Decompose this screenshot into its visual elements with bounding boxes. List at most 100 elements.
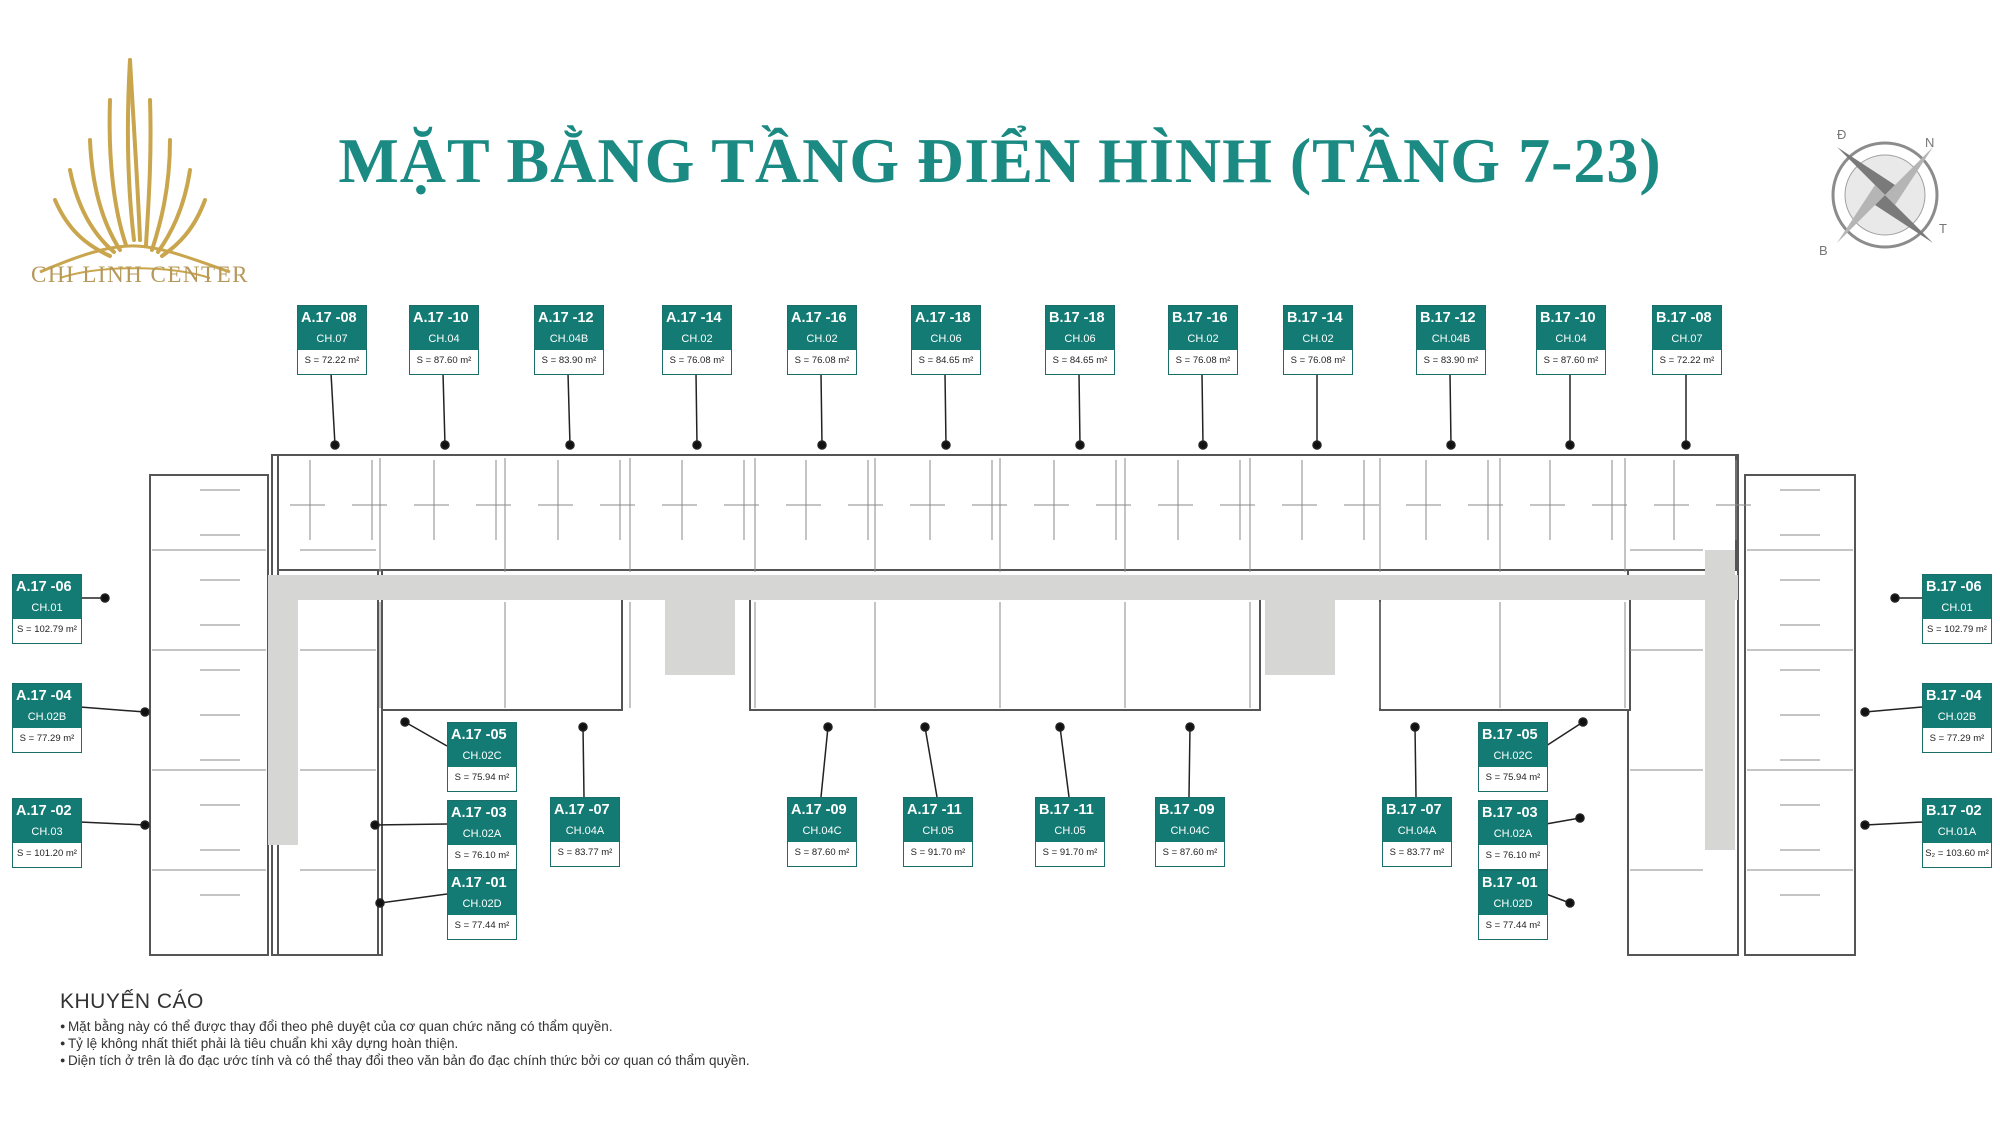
unit-code: B.17 -06: [1923, 575, 1991, 599]
page-title: MẶT BẰNG TẦNG ĐIỂN HÌNH (TẦNG 7-23): [338, 125, 1662, 196]
unit-type: CH.01A: [1923, 823, 1991, 843]
unit-area: S = 76.10 m²: [454, 850, 510, 861]
unit-area: S = 84.65 m²: [918, 355, 974, 366]
unit-code: A.17 -03: [448, 801, 516, 825]
unit-area: S = 72.22 m²: [1659, 355, 1715, 366]
unit-type: CH.02D: [1479, 895, 1547, 915]
unit-area: S = 77.29 m²: [19, 733, 75, 744]
compass-letter-b: B: [1819, 243, 1828, 258]
unit-area: S = 87.60 m²: [794, 847, 850, 858]
unit-area: S = 76.08 m²: [794, 355, 850, 366]
unit-type: CH.05: [904, 822, 972, 842]
unit-code: A.17 -12: [535, 306, 603, 330]
unit-area: S = 87.60 m²: [416, 355, 472, 366]
unit-type: CH.02A: [448, 825, 516, 845]
unit-area: S = 75.94 m²: [454, 772, 510, 783]
compass-letter-d: Đ: [1837, 127, 1846, 142]
unit-area: S = 76.08 m²: [1175, 355, 1231, 366]
unit-type: CH.02B: [13, 708, 81, 728]
unit-code: A.17 -10: [410, 306, 478, 330]
unit-code: B.17 -16: [1169, 306, 1237, 330]
warning-line: Diện tích ở trên là đo đạc ước tính và c…: [60, 1052, 1160, 1069]
unit-type: CH.02D: [448, 895, 516, 915]
unit-area: S = 76.08 m²: [669, 355, 725, 366]
unit-code: B.17 -04: [1923, 684, 1991, 708]
unit-code: A.17 -07: [551, 798, 619, 822]
unit-type: CH.04: [1537, 330, 1605, 350]
unit-area: S = 87.60 m²: [1162, 847, 1218, 858]
unit-type: CH.04C: [788, 822, 856, 842]
unit-area: S = 75.94 m²: [1485, 772, 1541, 783]
unit-area: S = 87.60 m²: [1543, 355, 1599, 366]
unit-code: A.17 -14: [663, 306, 731, 330]
brand-name: CHI LINH CENTER: [31, 262, 249, 287]
unit-type: CH.01: [13, 599, 81, 619]
unit-type: CH.07: [1653, 330, 1721, 350]
unit-code: B.17 -05: [1479, 723, 1547, 747]
unit-code: B.17 -10: [1537, 306, 1605, 330]
unit-type: CH.02C: [1479, 747, 1547, 767]
unit-code: B.17 -09: [1156, 798, 1224, 822]
unit-type: CH.02A: [1479, 825, 1547, 845]
warning-section: KHUYẾN CÁO Mặt bằng này có thể được thay…: [60, 990, 1160, 1069]
unit-type: CH.02: [1169, 330, 1237, 350]
unit-code: B.17 -07: [1383, 798, 1451, 822]
unit-type: CH.03: [13, 823, 81, 843]
unit-code: B.17 -12: [1417, 306, 1485, 330]
unit-area: S = 83.90 m²: [1423, 355, 1479, 366]
unit-type: CH.04: [410, 330, 478, 350]
unit-area: S = 83.77 m²: [557, 847, 613, 858]
unit-code: A.17 -04: [13, 684, 81, 708]
unit-area: S = 72.22 m²: [304, 355, 360, 366]
unit-area: S = 102.79 m²: [17, 624, 77, 635]
unit-area: S = 77.44 m²: [454, 920, 510, 931]
unit-code: A.17 -02: [13, 799, 81, 823]
compass-letter-t: T: [1939, 221, 1947, 236]
unit-area: S = 77.29 m²: [1929, 733, 1985, 744]
unit-area: S = 91.70 m²: [1042, 847, 1098, 858]
unit-area: S₂ = 103.60 m²: [1925, 848, 1989, 859]
warning-line: Tỷ lệ không nhất thiết phải là tiêu chuẩ…: [60, 1035, 1160, 1052]
unit-type: CH.06: [1046, 330, 1114, 350]
unit-type: CH.06: [912, 330, 980, 350]
unit-type: CH.04A: [551, 822, 619, 842]
unit-area: S = 77.44 m²: [1485, 920, 1541, 931]
unit-type: CH.02: [1284, 330, 1352, 350]
unit-area: S = 91.70 m²: [910, 847, 966, 858]
compass-rose-icon: Đ N T B: [1819, 127, 1947, 258]
unit-type: CH.02: [663, 330, 731, 350]
unit-code: B.17 -03: [1479, 801, 1547, 825]
unit-code: A.17 -11: [904, 798, 972, 822]
chi-linh-logo-icon: [39, 58, 231, 279]
unit-code: B.17 -14: [1284, 306, 1352, 330]
warning-title: KHUYẾN CÁO: [60, 990, 204, 1013]
unit-code: A.17 -09: [788, 798, 856, 822]
unit-code: B.17 -08: [1653, 306, 1721, 330]
unit-area: S = 76.10 m²: [1485, 850, 1541, 861]
